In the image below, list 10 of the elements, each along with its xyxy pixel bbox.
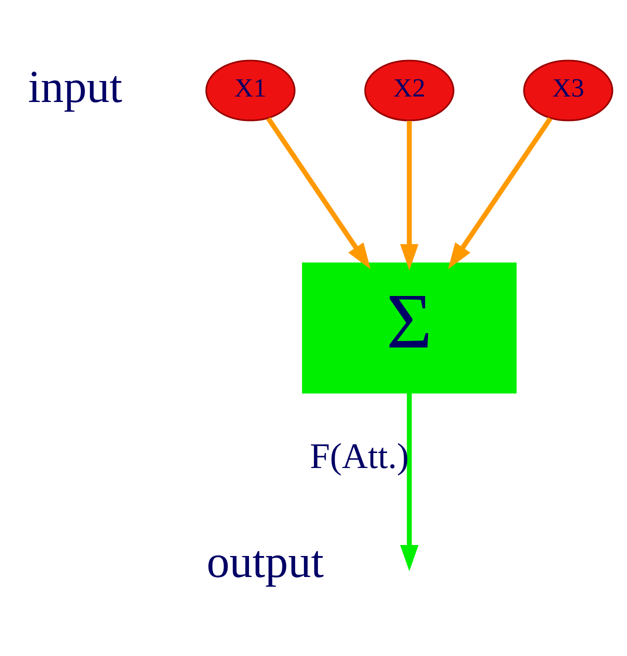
node-ellipse: X3 (523, 60, 614, 122)
arrow (400, 393, 419, 572)
label: output (206, 536, 324, 587)
label: input (28, 60, 122, 112)
node-box: Σ (302, 262, 517, 394)
arrow (266, 117, 371, 270)
node-ellipse: X1 (205, 60, 296, 122)
arrow (448, 117, 552, 270)
node-ellipse: X2 (364, 60, 454, 122)
arrow (400, 120, 419, 270)
